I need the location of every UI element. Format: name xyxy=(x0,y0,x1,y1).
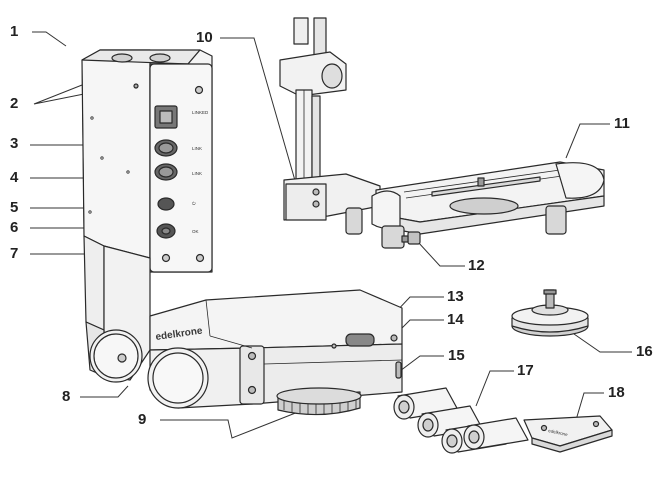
callout-18: 18 xyxy=(608,384,625,401)
upright-arm: LINKED LINK LINK ⏻ OK xyxy=(81,49,213,331)
callout-5: 5 xyxy=(10,199,18,216)
camera-plate xyxy=(371,161,605,249)
label-power: ⏻ xyxy=(192,201,196,206)
callout-2: 2 xyxy=(10,95,18,112)
base-body: edelkrone xyxy=(147,289,403,416)
callout-8: 8 xyxy=(62,388,70,405)
adapter-knob xyxy=(511,289,589,337)
label-link-2: LINK xyxy=(192,171,202,176)
callout-4: 4 xyxy=(10,169,19,186)
callout-16: 16 xyxy=(636,343,653,360)
label-link-1: LINK xyxy=(192,146,202,151)
callout-11: 11 xyxy=(614,115,630,132)
callout-6: 6 xyxy=(10,219,18,236)
callout-14: 14 xyxy=(447,311,464,328)
label-linked: LINKED xyxy=(192,110,209,115)
callout-13: 13 xyxy=(447,288,464,305)
rod-arm xyxy=(279,17,381,235)
battery-case: edelkrone xyxy=(523,415,613,453)
callout-17: 17 xyxy=(517,362,534,379)
batteries xyxy=(393,387,529,454)
callout-10: 10 xyxy=(196,29,213,46)
brand-case: edelkrone xyxy=(548,428,569,437)
callout-3: 3 xyxy=(10,135,18,152)
callout-7: 7 xyxy=(10,245,18,262)
callout-12: 12 xyxy=(468,257,485,274)
callout-15: 15 xyxy=(448,347,465,364)
callout-1: 1 xyxy=(10,23,18,40)
callout-9: 9 xyxy=(138,411,146,428)
label-ok: OK xyxy=(192,229,199,234)
tilt-arm xyxy=(85,245,151,383)
